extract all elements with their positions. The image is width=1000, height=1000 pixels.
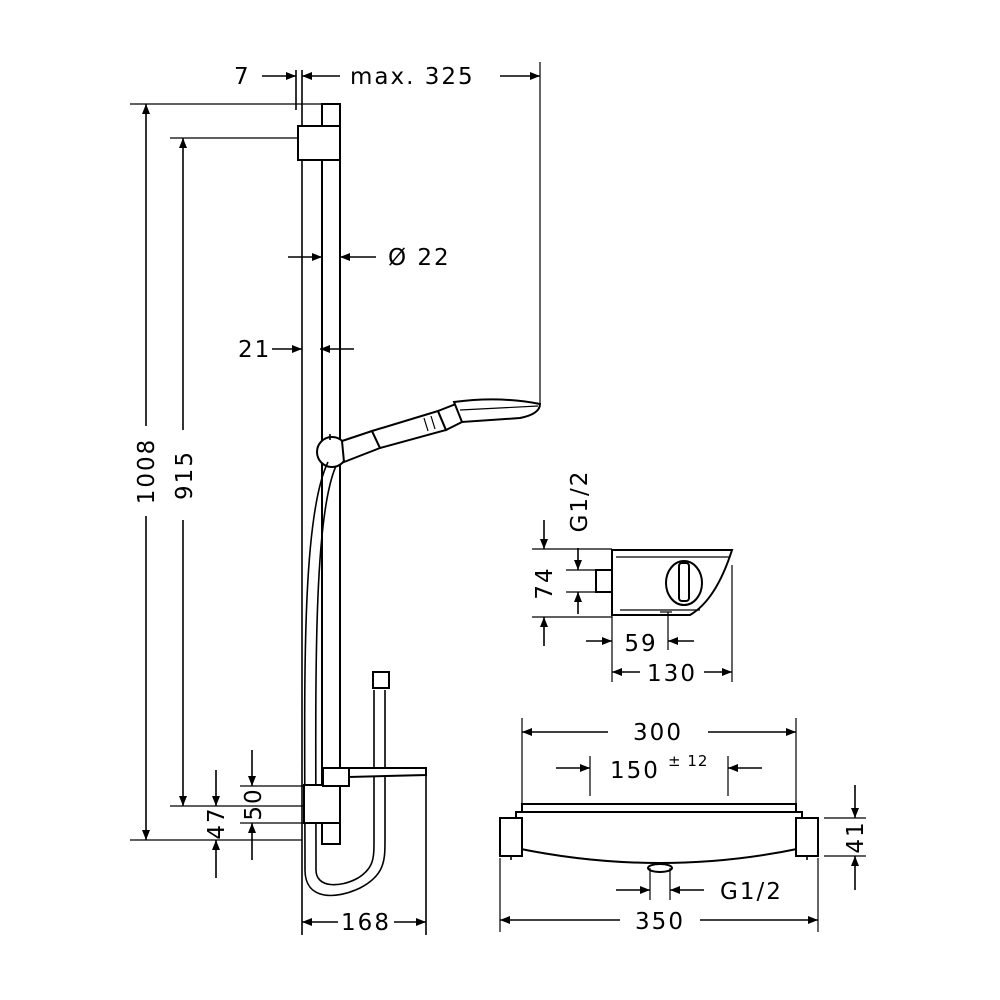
dim-rail-wall-distance: 21: [238, 337, 271, 363]
thermostat-front-view: [499, 803, 819, 873]
dim-total-width: 350: [635, 909, 685, 935]
thermostat-side-dimension-lines: [532, 520, 733, 682]
thermostat-front-dimension-lines: [499, 718, 866, 932]
dim-bottom-outlet: G1/2: [720, 879, 783, 905]
dim-thermostat-depth: 130: [647, 661, 697, 687]
shower-rail-side-view: [295, 70, 542, 935]
dim-bracket-spacing: 915: [172, 450, 198, 500]
dim-upper-offset: 50: [241, 787, 267, 820]
dim-total-height: 1008: [134, 438, 160, 505]
dim-connection-tolerance: ± 12: [668, 752, 708, 770]
dim-shelf-width: 300: [633, 720, 683, 746]
dim-thermostat-height: 74: [532, 566, 558, 599]
dim-lower-offset: 47: [204, 806, 230, 839]
dim-max-projection: max. 325: [350, 64, 475, 90]
dim-thermostat-inlet-side: G1/2: [567, 470, 593, 533]
dim-rail-diameter: Ø 22: [388, 245, 451, 271]
rail-dimension-lines: [130, 62, 541, 926]
dim-connection-spacing: 150: [610, 758, 660, 784]
dim-rail-offset: 7: [234, 64, 251, 90]
dim-thermostat-outlet-depth: 59: [624, 631, 657, 657]
dim-shelf-depth: 168: [341, 910, 391, 936]
dim-thermostat-body-height: 41: [843, 820, 869, 853]
thermostat-side-view: [595, 549, 734, 616]
